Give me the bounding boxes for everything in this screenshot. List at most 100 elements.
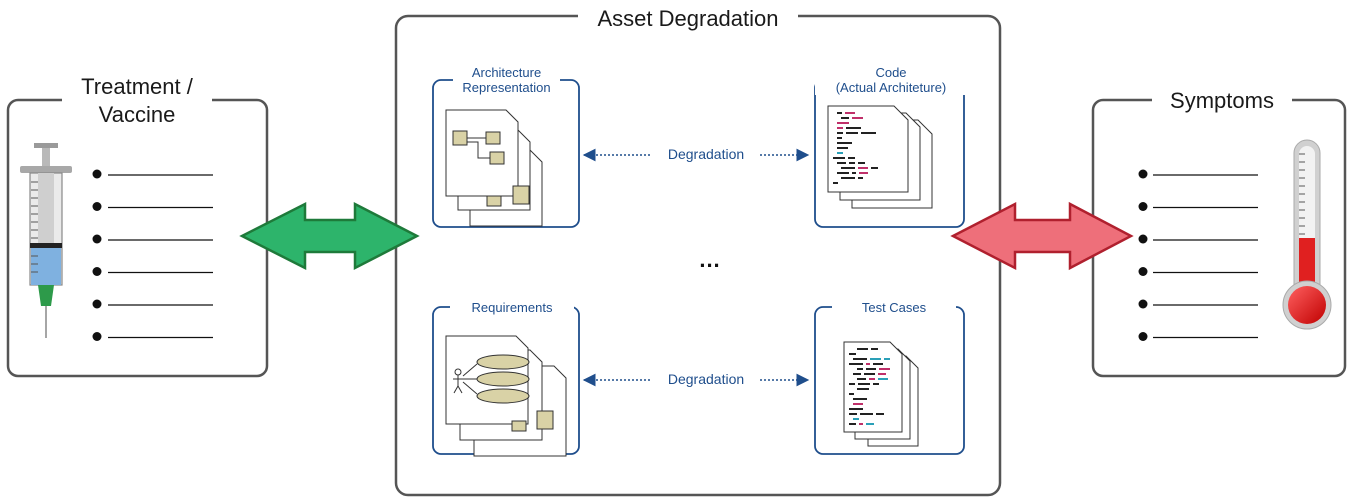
code-document-code-line <box>852 172 856 174</box>
symptoms-bullet-dot <box>1138 267 1148 276</box>
code-document-code-line <box>837 122 849 124</box>
treatment-bullet-dot <box>92 202 102 211</box>
test-document-code-line <box>878 373 886 375</box>
code-document-code-line <box>837 137 842 139</box>
code-document-code-line <box>858 167 868 169</box>
treatment-bullet-dot <box>92 299 102 309</box>
treatment-bullet-dot <box>92 267 102 276</box>
architecture-card-title: Architecture Representation <box>453 65 560 95</box>
test-document-code-line <box>849 383 855 385</box>
test-document-code-line <box>864 373 875 375</box>
test-document-code-line <box>860 413 873 415</box>
symptoms-bullet-list <box>1138 169 1258 341</box>
test-document-code-line <box>857 378 866 380</box>
treatment-bullet-list <box>92 169 213 341</box>
asset-degradation-title: Asset Degradation <box>578 5 798 33</box>
architecture-card-title-line2: Representation <box>462 80 551 95</box>
test-document-code-line <box>871 348 878 350</box>
code-document-code-line <box>846 132 858 134</box>
test-document-code-line <box>876 413 884 415</box>
treatment-title-line1: Treatment / <box>81 74 193 99</box>
test-document-code-line <box>879 368 890 370</box>
red-double-arrow <box>950 201 1134 271</box>
test-document-code-line <box>849 393 854 395</box>
code-document-code-line <box>852 117 863 119</box>
test-document-icon <box>843 341 919 447</box>
test-document-code-line <box>853 373 861 375</box>
code-document-code-line <box>837 142 852 144</box>
test-document-code-line <box>857 388 869 390</box>
uml-document-icon <box>445 109 543 227</box>
symptoms-bullet-dot <box>1138 202 1148 211</box>
symptoms-bullet-dot <box>1138 169 1148 179</box>
code-document-code-line <box>833 182 838 184</box>
code-document-code-line <box>837 172 849 174</box>
test-document-code-line <box>873 363 883 365</box>
test-document-code-line <box>878 378 888 380</box>
code-document-code-line <box>841 177 855 179</box>
test-document-code-line <box>853 418 859 420</box>
code-document-code-line <box>833 157 845 159</box>
treatment-title-line2: Vaccine <box>98 102 176 127</box>
code-document-code-line <box>849 162 855 164</box>
test-document-code-line <box>859 423 863 425</box>
code-document-code-line <box>861 132 876 134</box>
test-document-code-line <box>849 363 863 365</box>
symptoms-bullet-dot <box>1138 234 1148 244</box>
test-document-code-line <box>853 398 867 400</box>
code-document-code-line <box>841 167 855 169</box>
test-document-code-line <box>849 423 856 425</box>
treatment-bullet-dot <box>92 234 102 244</box>
test-document-code-line <box>870 358 881 360</box>
code-document-code-line <box>841 117 849 119</box>
treatment-title: Treatment / Vaccine <box>62 73 212 129</box>
code-document-code-line <box>871 167 878 169</box>
code-document-code-line <box>845 112 855 114</box>
test-document-code-line <box>857 348 868 350</box>
thermometer-icon <box>1282 139 1332 330</box>
code-document-code-line <box>848 157 855 159</box>
treatment-bullet-dot <box>92 169 102 179</box>
code-document-code-line <box>837 112 842 114</box>
test-document-code-line <box>866 423 874 425</box>
test-document-code-line <box>884 358 890 360</box>
test-document-code-line <box>849 408 863 410</box>
symptoms-title: Symptoms <box>1152 87 1292 115</box>
code-document-code-line <box>858 177 863 179</box>
test-document-code-line <box>866 368 876 370</box>
code-document-code-line <box>837 132 843 134</box>
symptoms-bullet-dot <box>1138 299 1148 309</box>
code-document-code-line <box>837 162 846 164</box>
code-document-code-line <box>837 127 843 129</box>
code-document-icon <box>827 105 933 209</box>
test-document-code-line <box>849 413 857 415</box>
test-cases-card-title: Test Cases <box>832 300 956 315</box>
degradation-label-bottom: Degradation <box>652 371 760 387</box>
test-document-code-line <box>849 353 856 355</box>
green-double-arrow <box>239 201 420 271</box>
code-document-code-line <box>859 172 868 174</box>
architecture-card-title-line1: Architecture <box>471 65 542 80</box>
symptoms-bullet-dot <box>1138 332 1148 341</box>
code-document-code-line <box>837 152 843 154</box>
test-document-code-line <box>869 378 875 380</box>
test-document-code-line <box>857 368 863 370</box>
code-document-code-line <box>846 127 861 129</box>
code-document-code-line <box>837 147 848 149</box>
requirements-card-title: Requirements <box>450 300 574 315</box>
code-card-title-line1: Code <box>875 65 907 80</box>
test-document-code-line <box>873 383 879 385</box>
code-document-code-line <box>858 162 865 164</box>
ellipsis: ... <box>699 247 721 272</box>
treatment-bullet-dot <box>92 332 102 341</box>
degradation-label-top: Degradation <box>652 146 760 162</box>
use-case-document-icon <box>445 335 567 457</box>
test-document-code-line <box>866 363 870 365</box>
code-card-title: Code (Actual Architeture) <box>815 65 967 95</box>
test-document-code-line <box>853 403 863 405</box>
code-card-title-line2: (Actual Architeture) <box>835 80 947 95</box>
test-document-code-line <box>858 383 870 385</box>
test-document-code-line <box>853 358 867 360</box>
